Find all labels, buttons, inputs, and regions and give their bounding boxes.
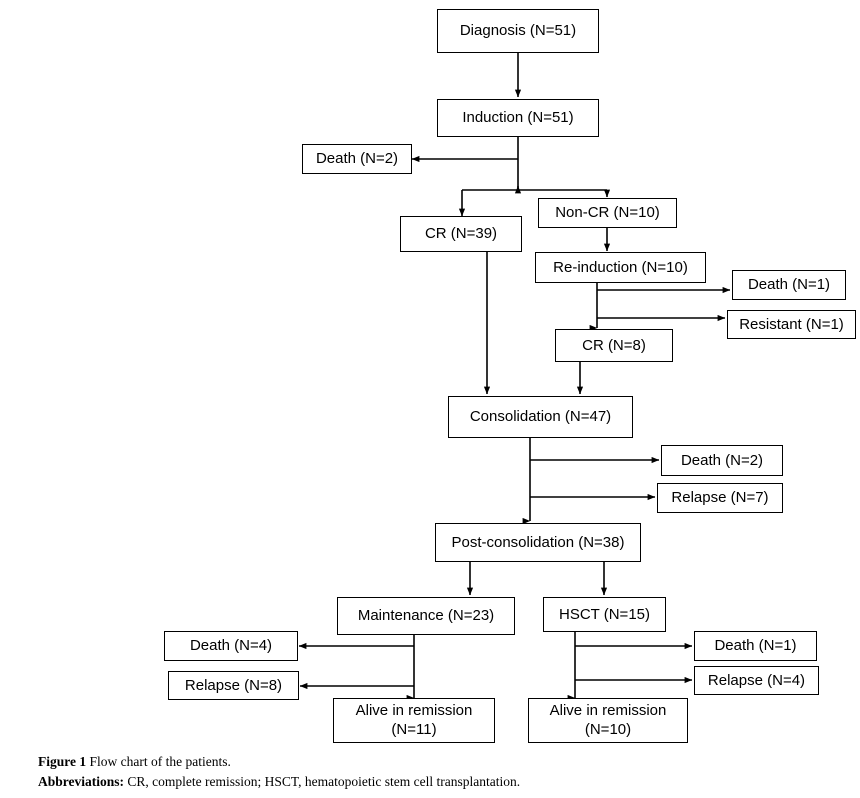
node-hsct[interactable]: HSCT (N=15) xyxy=(543,597,666,632)
caption-abbrev-line: Abbreviations: CR, complete remission; H… xyxy=(38,772,838,792)
node-death-hsct[interactable]: Death (N=1) xyxy=(694,631,817,661)
figure-title-text: Flow chart of the patients. xyxy=(89,754,231,769)
node-cr-39[interactable]: CR (N=39) xyxy=(400,216,522,252)
node-re-induction[interactable]: Re-induction (N=10) xyxy=(535,252,706,283)
alive-maint-line2: (N=11) xyxy=(391,720,437,738)
abbreviations-text: CR, complete remission; HSCT, hematopoie… xyxy=(127,773,521,789)
node-death-re-induction[interactable]: Death (N=1) xyxy=(732,270,846,300)
node-alive-in-remission-maintenance[interactable]: Alive in remission (N=11) xyxy=(333,698,495,743)
node-cr-8[interactable]: CR (N=8) xyxy=(555,329,673,362)
node-induction[interactable]: Induction (N=51) xyxy=(437,99,599,137)
figure-number: Figure 1 xyxy=(38,754,87,769)
node-death-consolidation[interactable]: Death (N=2) xyxy=(661,445,783,476)
abbreviations-label: Abbreviations: xyxy=(38,773,125,789)
node-non-cr[interactable]: Non-CR (N=10) xyxy=(538,198,677,228)
alive-hsct-line2: (N=10) xyxy=(584,720,632,738)
figure-caption: Figure 1 Flow chart of the patients. Abb… xyxy=(38,752,838,791)
node-alive-in-remission-hsct[interactable]: Alive in remission (N=10) xyxy=(528,698,688,743)
node-resistant[interactable]: Resistant (N=1) xyxy=(727,310,856,339)
node-post-consolidation[interactable]: Post-consolidation (N=38) xyxy=(435,523,641,562)
node-relapse-maintenance[interactable]: Relapse (N=8) xyxy=(168,671,299,700)
node-relapse-consolidation[interactable]: Relapse (N=7) xyxy=(657,483,783,513)
alive-maint-line1: Alive in remission xyxy=(355,701,473,719)
alive-hsct-line1: Alive in remission xyxy=(549,701,667,719)
node-maintenance[interactable]: Maintenance (N=23) xyxy=(337,597,515,635)
node-death-induction[interactable]: Death (N=2) xyxy=(302,144,412,174)
node-relapse-hsct[interactable]: Relapse (N=4) xyxy=(694,666,819,695)
node-diagnosis[interactable]: Diagnosis (N=51) xyxy=(437,9,599,53)
node-death-maintenance[interactable]: Death (N=4) xyxy=(164,631,298,661)
node-consolidation[interactable]: Consolidation (N=47) xyxy=(448,396,633,438)
caption-title-line: Figure 1 Flow chart of the patients. xyxy=(38,752,838,772)
flow-chart: Diagnosis (N=51) Induction (N=51) Death … xyxy=(164,9,856,743)
